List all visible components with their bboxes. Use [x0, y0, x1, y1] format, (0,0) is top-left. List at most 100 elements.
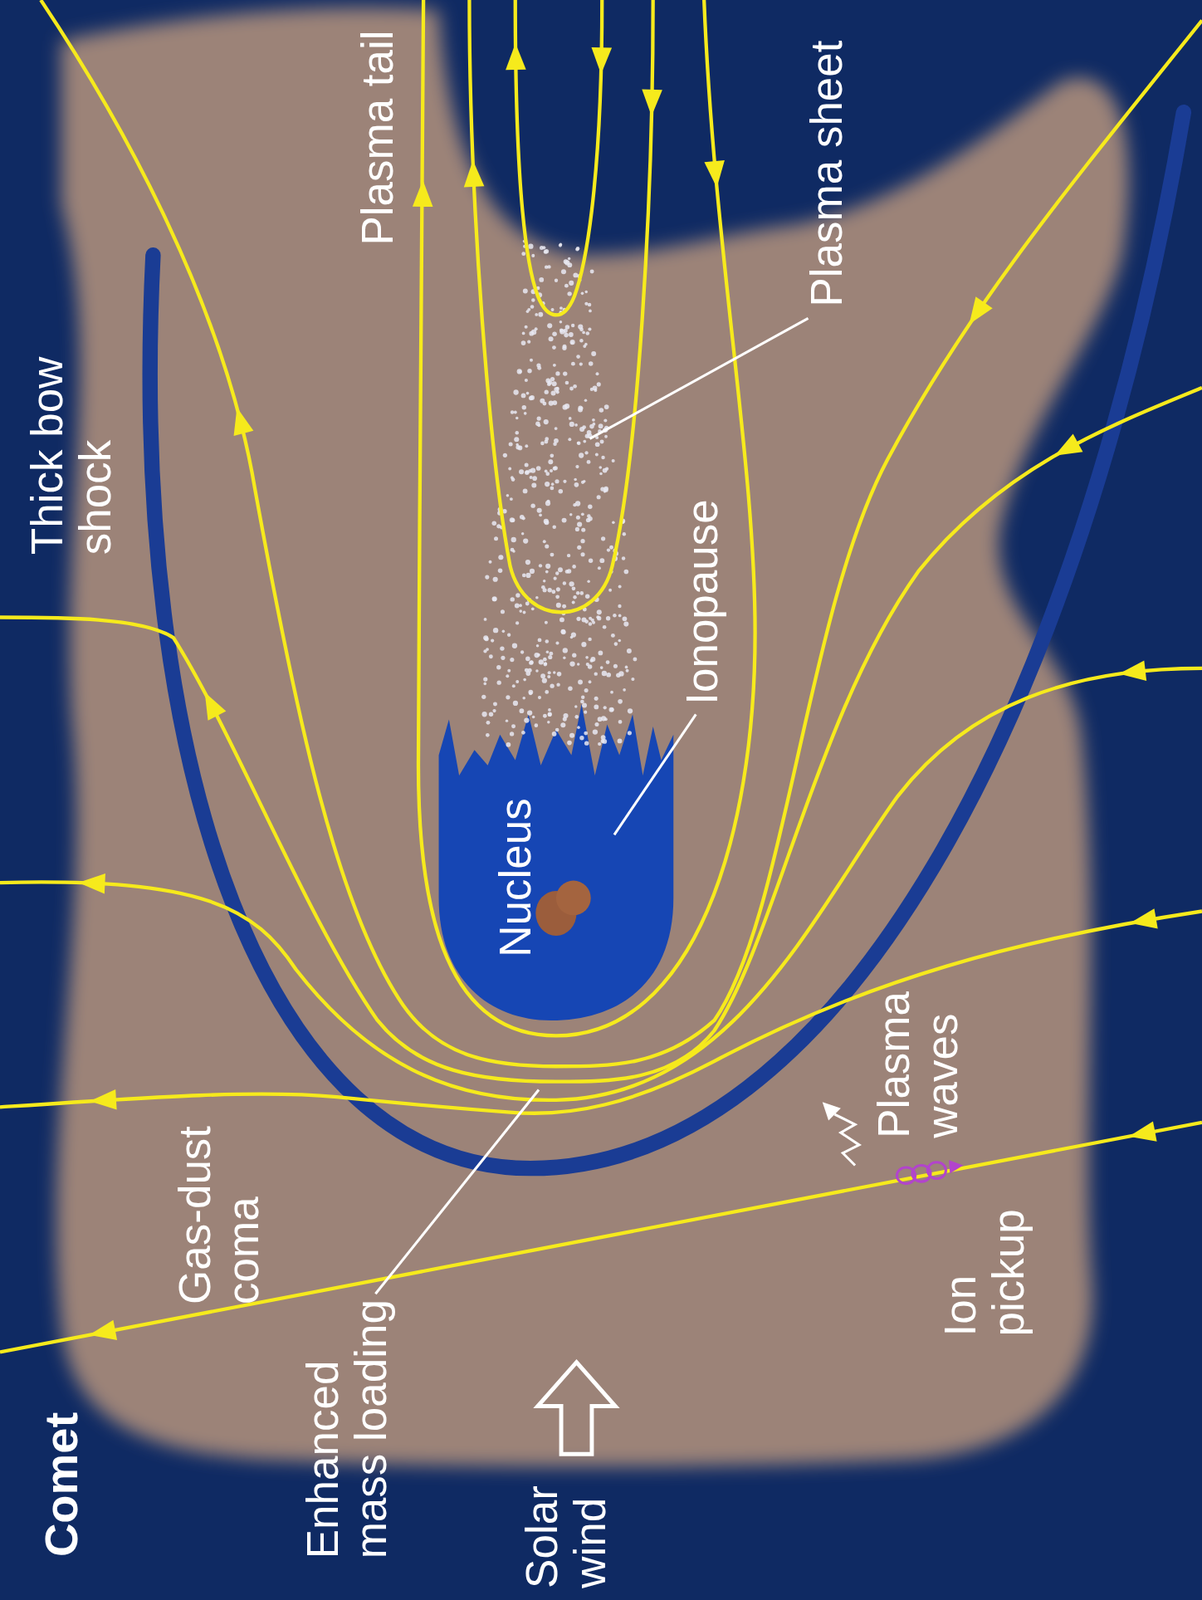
plasma-dot	[525, 559, 531, 565]
plasma-dot	[618, 585, 622, 589]
plasma-dot	[599, 557, 605, 563]
plasma-dot	[630, 677, 635, 681]
plasma-dot	[510, 410, 514, 414]
plasma-dot	[524, 444, 528, 448]
plasma-dot	[547, 712, 553, 717]
plasma-dot	[585, 655, 589, 660]
arrowhead	[1127, 1121, 1158, 1147]
plasma-dot	[531, 254, 535, 258]
pickup-arrowhead	[948, 1159, 963, 1173]
plasma-dot	[524, 469, 530, 475]
plasma-dot	[531, 482, 537, 488]
leader-line	[589, 317, 808, 439]
plasma-dot	[566, 740, 572, 746]
plasma-dot	[593, 388, 597, 392]
plasma-dot	[542, 539, 547, 543]
plasma-dot	[621, 556, 626, 560]
plasma-dot	[597, 742, 601, 746]
plasma-dot	[580, 552, 585, 557]
plasma-dot	[512, 643, 518, 649]
plasma-dot	[505, 674, 509, 678]
plasma-dot	[595, 452, 599, 456]
plasma-dot	[518, 469, 524, 474]
plasma-dot	[528, 395, 533, 401]
plasma-dot	[547, 720, 551, 724]
plasma-dot	[493, 627, 499, 633]
plasma-dot	[510, 517, 515, 523]
plasma-dot	[515, 592, 520, 597]
plasma-dot	[569, 660, 575, 666]
plasma-dot	[603, 418, 607, 422]
plasma-dot	[562, 479, 567, 484]
plasma-dot	[522, 405, 527, 410]
plasma-dot	[510, 547, 515, 553]
plasma-dot	[553, 576, 558, 581]
plasma-dot	[499, 645, 504, 650]
plasma-dot	[525, 601, 530, 606]
plasma-dot	[581, 694, 585, 699]
plasma-dot	[549, 651, 554, 656]
plasma-dot	[617, 604, 621, 608]
plasma-dot	[529, 358, 533, 362]
plasma-dot	[544, 481, 550, 487]
plasma-dot	[544, 264, 548, 269]
plasma-dot	[594, 696, 599, 701]
arrowhead	[1050, 434, 1084, 465]
plasma-dot	[576, 662, 580, 665]
plasma-dot	[575, 527, 580, 532]
plasma-dot	[521, 532, 524, 535]
plasma-dot	[597, 566, 601, 570]
plasma-dot	[534, 312, 538, 317]
process-label: Plasma waves	[869, 984, 968, 1139]
plasma-dot	[585, 593, 590, 598]
plasma-dot	[523, 717, 529, 723]
plasma-dot	[527, 243, 533, 249]
plasma-dot	[603, 486, 609, 492]
plasma-dot	[552, 331, 558, 337]
plasma-dot	[569, 732, 575, 738]
plasma-dot	[525, 670, 531, 676]
plasma-dot	[511, 537, 517, 543]
field-lines	[0, 0, 1202, 1352]
plasma-dot	[627, 730, 632, 735]
plasma-dot	[579, 338, 583, 343]
plasma-dot	[509, 517, 515, 523]
arrowhead	[195, 687, 227, 721]
plasma-dot	[580, 699, 585, 704]
plasma-dot	[491, 520, 497, 526]
plasma-dot	[521, 393, 527, 399]
plasma-dot	[528, 691, 533, 695]
plasma-dot	[552, 442, 558, 447]
wave-arrowhead	[822, 1101, 841, 1120]
region-label: Plasma tail	[353, 29, 402, 245]
plasma-dot	[550, 486, 555, 491]
plasma-dot	[492, 596, 498, 601]
plasma-dot	[617, 738, 623, 744]
plasma-dot	[559, 327, 564, 333]
plasma-dot	[547, 322, 553, 328]
plasma-dot	[522, 332, 526, 336]
plasma-dot	[537, 415, 542, 421]
plasma-dot	[538, 563, 543, 567]
plasma-dot	[531, 606, 535, 611]
plasma-dot	[557, 566, 563, 572]
plasma-dot	[511, 477, 516, 482]
plasma-dot	[585, 290, 588, 294]
arrowhead	[227, 405, 255, 436]
arrowhead	[591, 47, 612, 75]
plasma-dot	[488, 654, 494, 659]
ionopause-cavity	[439, 703, 675, 1021]
plasma-dot	[544, 436, 549, 441]
plasma-dot	[567, 437, 572, 441]
plasma-dot	[543, 419, 549, 425]
leader-lines	[375, 317, 808, 1294]
plasma-dot	[543, 518, 549, 524]
plasma-dot	[522, 610, 527, 615]
plasma-dot	[605, 672, 611, 678]
plasma-dot	[599, 407, 605, 413]
plasma-dot	[509, 731, 514, 736]
diagram-title: Comet	[35, 1412, 88, 1557]
